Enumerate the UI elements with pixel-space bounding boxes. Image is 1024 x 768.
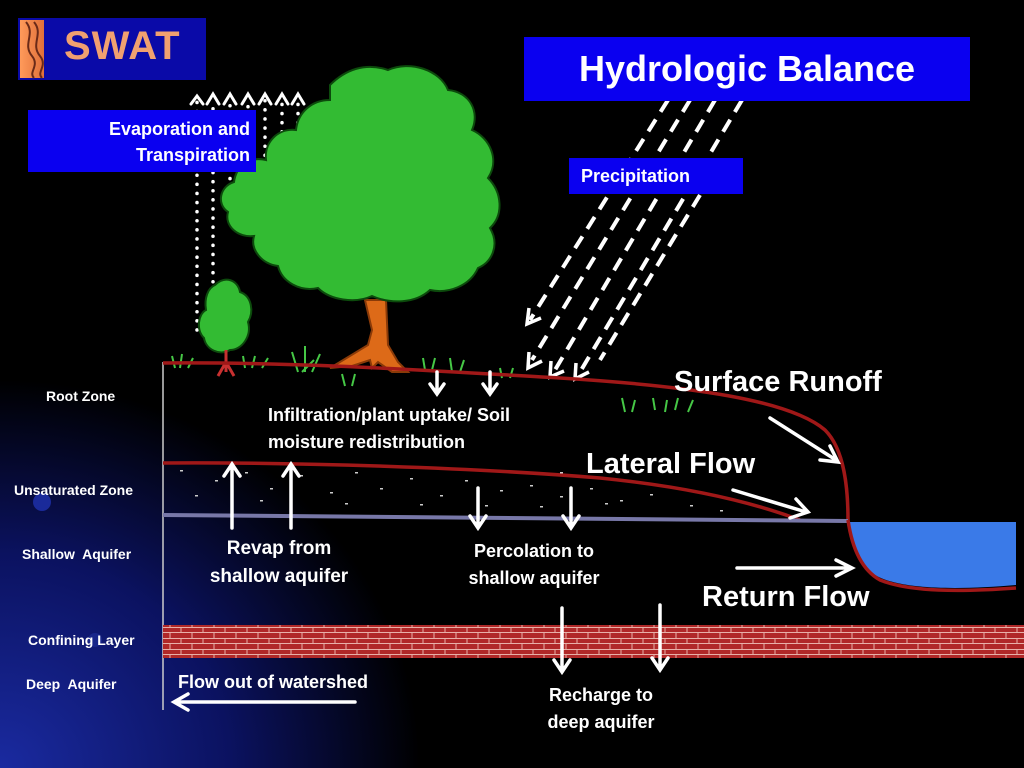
infiltration-label: Infiltration/plant uptake/ Soil moisture… (268, 405, 511, 452)
layer-label-shallow-aquifer: Shallow Aquifer (22, 546, 132, 562)
evaporation-label: Evaporation and Transpiration (108, 119, 250, 165)
logo-box (18, 18, 206, 80)
percolation-label: Percolation to shallow aquifer (468, 541, 600, 588)
layer-label-unsaturated-zone: Unsaturated Zone (14, 482, 134, 498)
flow-out-label: Flow out of watershed (178, 672, 369, 692)
precipitation-arrows (528, 98, 744, 374)
lateral-flow-label: Lateral Flow (586, 448, 756, 480)
layer-label-root-zone: Root Zone (46, 388, 116, 404)
title-text: Hydrologic Balance (578, 48, 916, 89)
layer-label-confining-layer: Confining Layer (28, 632, 135, 648)
stream (848, 522, 1016, 588)
logo-text: SWAT (64, 24, 181, 68)
revap-label: Revap from shallow aquifer (209, 538, 349, 587)
evaporation-arrowheads (189, 91, 306, 106)
water-table-line (162, 513, 849, 523)
soil-speckles (180, 470, 723, 512)
shrub (198, 278, 253, 354)
precipitation-label: Precipitation (581, 166, 691, 186)
recharge-label: Recharge to deep aquifer (547, 685, 655, 732)
background-orb (88, 633, 102, 647)
precipitation-label-box: Precipitation (569, 158, 743, 194)
confining-layer (163, 625, 1024, 658)
evaporation-label-box: Evaporation and Transpiration (28, 110, 256, 172)
return-flow-label: Return Flow (702, 581, 870, 613)
layer-label-deep-aquifer: Deep Aquifer (26, 676, 117, 692)
flow-arrows (170, 370, 856, 712)
background-orb (33, 493, 51, 511)
tree-canopy (219, 65, 501, 303)
tree-trunk (329, 299, 411, 373)
logo-swirl-icon (20, 20, 44, 79)
ground-surface-line (162, 361, 850, 521)
grass (171, 346, 694, 413)
unsaturated-top-line (162, 461, 801, 522)
surface-runoff-label: Surface Runoff (674, 366, 882, 398)
stream-bank-line (846, 519, 1017, 593)
page-title: Hydrologic Balance (524, 37, 970, 101)
